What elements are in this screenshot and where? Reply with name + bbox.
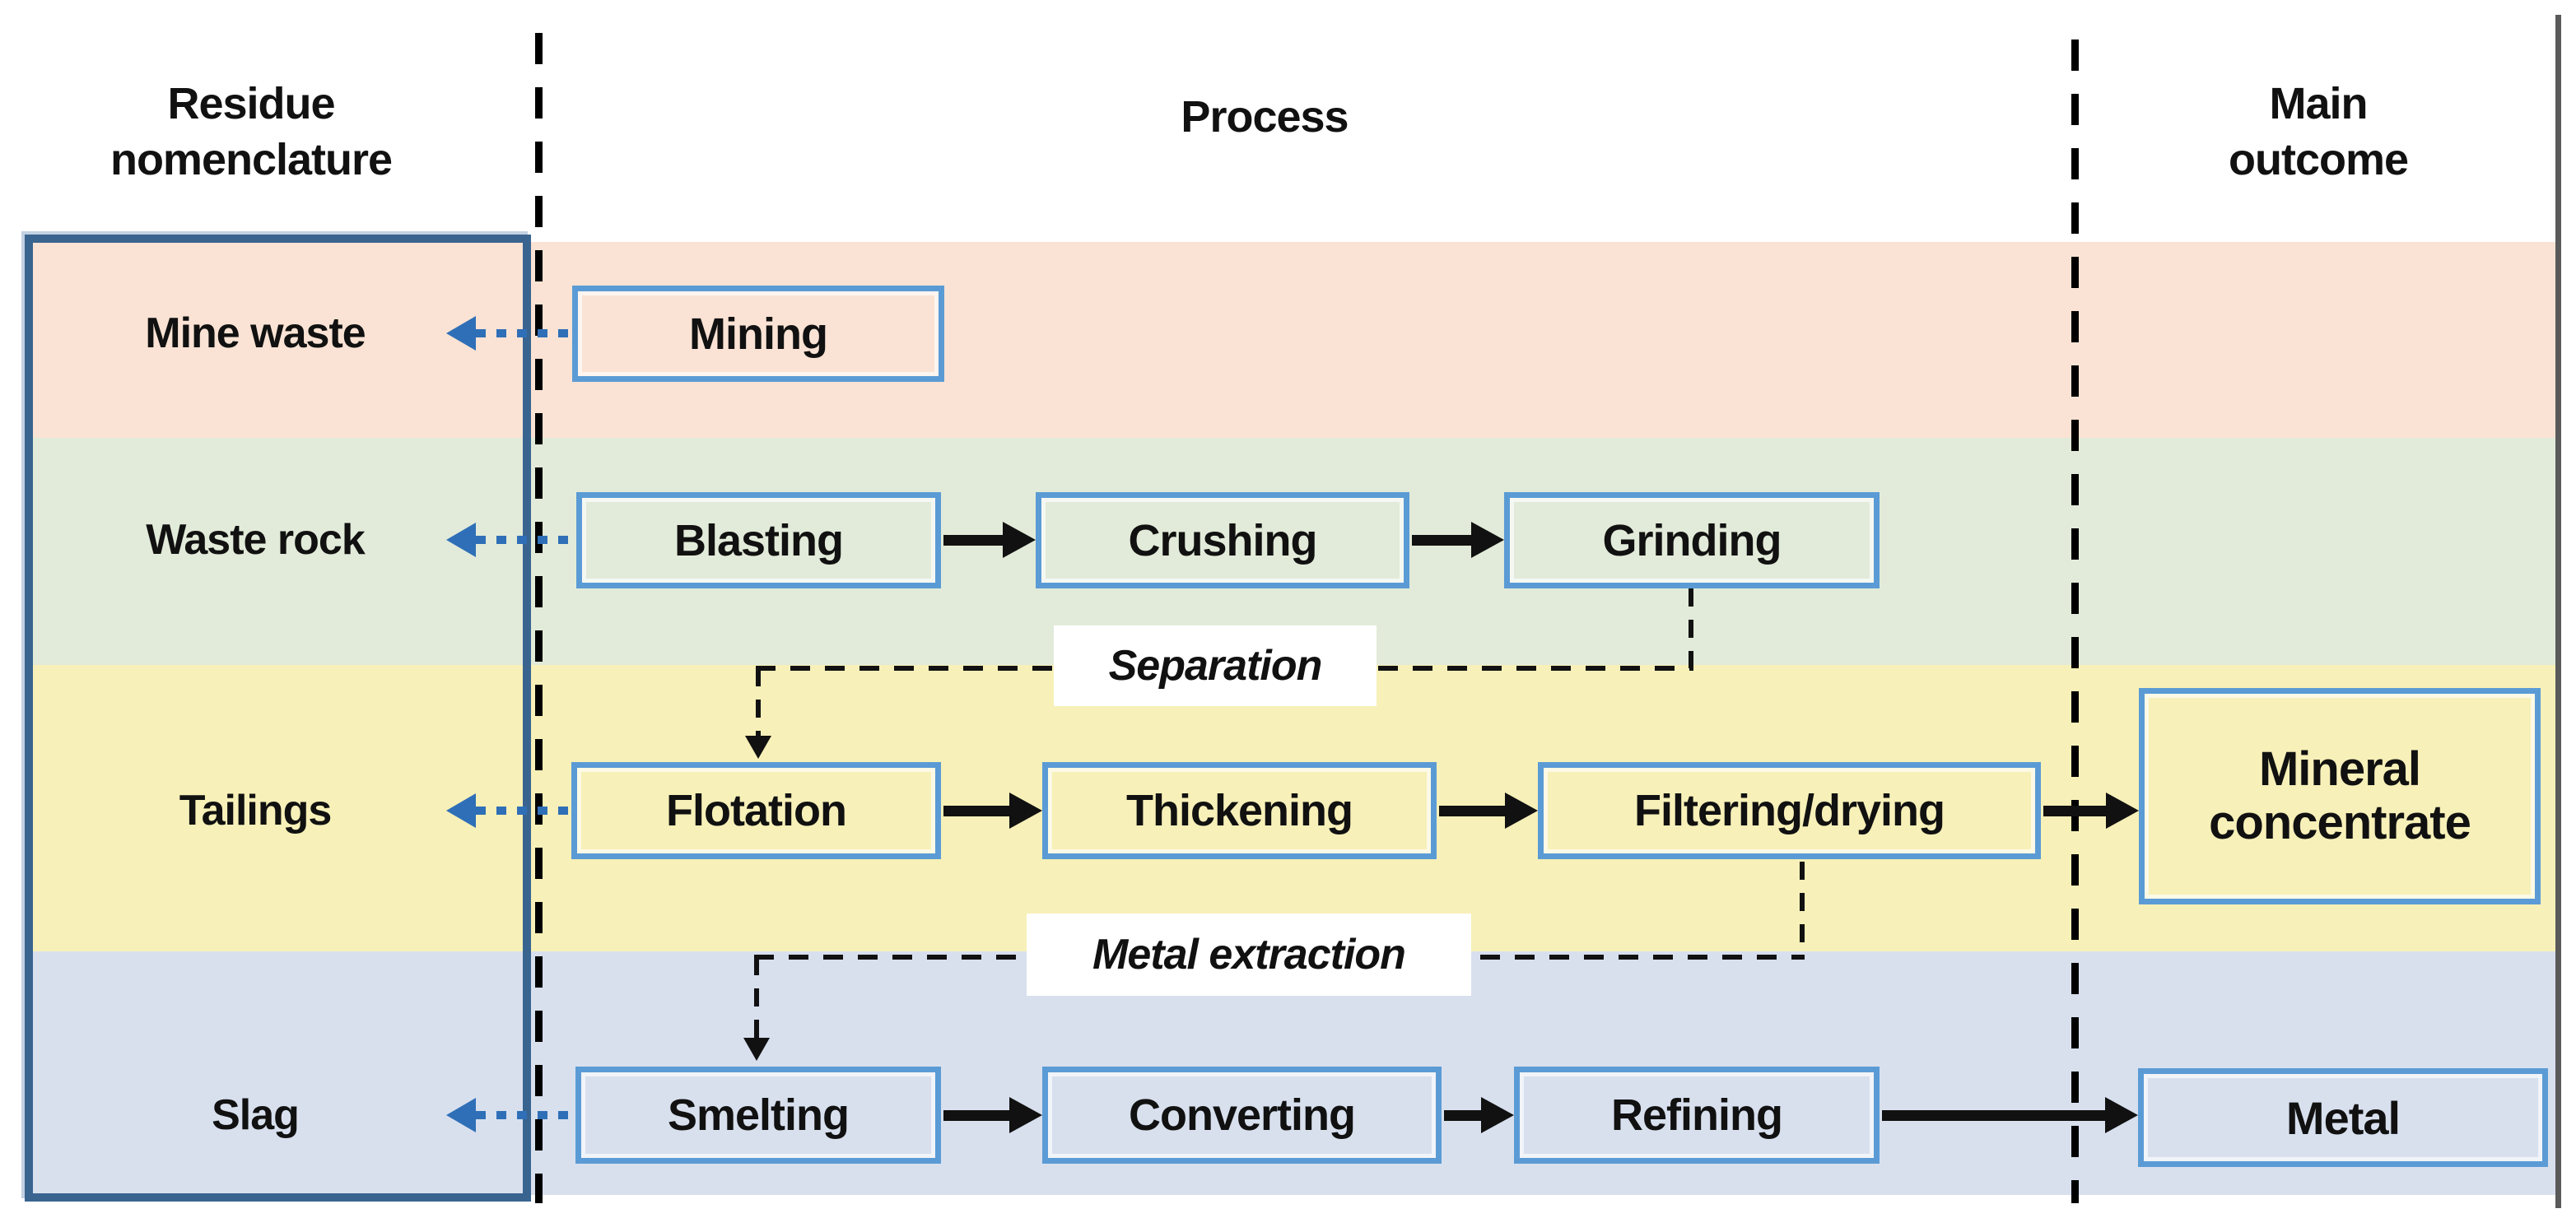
arrow-filtering-concentrate-head: [2106, 793, 2139, 829]
arrow-flotation-thickening-head: [1009, 793, 1042, 829]
residue-arrow-slag: [476, 1111, 575, 1119]
process-box-refining: Refining: [1514, 1067, 1880, 1164]
residue-label-tailings: Tailings: [179, 787, 333, 835]
arrow-refining-metal-head: [2105, 1097, 2138, 1133]
arrow-crushing-grinding-shaft: [1412, 535, 1474, 546]
arrow-smelting-converting-head: [1009, 1097, 1042, 1133]
process-box-crushing: Crushing: [1036, 492, 1409, 588]
arrow-filtering-concentrate-shaft: [2043, 806, 2109, 816]
arrow-crushing-grinding-head: [1471, 522, 1504, 558]
arrow-refining-metal-shaft: [1882, 1110, 2108, 1121]
outcome-box-mineral-concentrate: Mineral concentrate: [2139, 688, 2541, 904]
process-box-flotation: Flotation: [571, 762, 941, 859]
separation-connector-arrowhead: [745, 736, 771, 759]
process-column-header: Process: [1181, 92, 1349, 142]
residue-label-slag: Slag: [212, 1091, 300, 1139]
metal-extraction-connector-down-from-filtering: [1800, 862, 1805, 957]
residue-arrow-waste-rock: [476, 536, 575, 544]
process-box-thickening: Thickening: [1042, 762, 1437, 859]
stage-label-separation: Separation: [1054, 625, 1377, 706]
residue-arrow-head-tailings: [446, 793, 476, 828]
process-box-filtering-drying: Filtering/drying: [1538, 762, 2041, 859]
arrow-converting-refining-head: [1481, 1097, 1514, 1133]
metal-extraction-connector-down-to-smelting: [754, 957, 759, 1039]
residue-arrow-mine-waste: [476, 329, 575, 337]
separation-connector-down-from-grinding: [1689, 588, 1693, 668]
arrow-smelting-converting-shaft: [943, 1110, 1013, 1121]
arrow-thickening-filtering-head: [1505, 793, 1538, 829]
arrow-converting-refining-shaft: [1444, 1110, 1485, 1121]
residue-label-mine-waste: Mine waste: [145, 309, 366, 357]
residue-label-waste-rock: Waste rock: [146, 516, 366, 564]
arrow-flotation-thickening-shaft: [943, 806, 1013, 816]
column-divider-right: [2071, 40, 2079, 1203]
residue-nomenclature-box: [25, 235, 531, 1202]
column-divider-left: [535, 33, 543, 1203]
arrow-blasting-crushing-head: [1003, 522, 1036, 558]
outcome-box-metal: Metal: [2138, 1068, 2548, 1167]
arrow-blasting-crushing-shaft: [943, 535, 1006, 546]
separation-connector-down-to-flotation: [756, 668, 761, 737]
process-box-converting: Converting: [1042, 1067, 1442, 1164]
metal-extraction-connector-arrowhead: [743, 1038, 770, 1061]
stage-label-metal-extraction: Metal extraction: [1027, 914, 1471, 996]
process-box-grinding: Grinding: [1504, 492, 1880, 588]
process-box-mining: Mining: [572, 286, 944, 382]
figure-right-border: [2555, 15, 2561, 1208]
residue-arrow-tailings: [476, 807, 575, 815]
process-box-smelting: Smelting: [575, 1067, 941, 1164]
residue-arrow-head-slag: [446, 1098, 476, 1132]
process-box-blasting: Blasting: [576, 492, 941, 588]
residue-column-header: Residue nomenclature: [109, 79, 393, 184]
residue-arrow-head-waste-rock: [446, 523, 476, 557]
arrow-thickening-filtering-shaft: [1439, 806, 1508, 816]
residue-arrow-head-mine-waste: [446, 316, 476, 351]
outcome-column-header: Main outcome: [2228, 79, 2409, 184]
